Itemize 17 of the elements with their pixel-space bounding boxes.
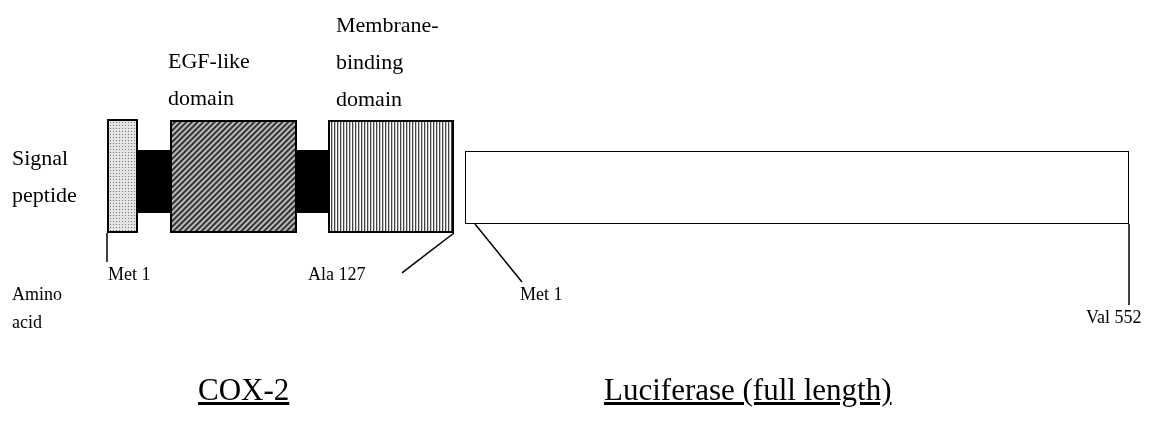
- leader-line: [106, 232, 108, 263]
- protein-label: COX-2: [198, 372, 291, 408]
- protein-box: [465, 151, 1129, 224]
- axis-label: Amino acid: [12, 283, 63, 334]
- linker-bar: [297, 150, 328, 213]
- leader-line: [474, 223, 523, 283]
- linker-bar: [138, 150, 170, 213]
- leader-line: [401, 232, 455, 274]
- residue-label: Met 1: [108, 263, 151, 286]
- residue-label: Val 552: [1086, 306, 1142, 329]
- residue-label: Met 1: [520, 283, 563, 306]
- domain-label: Membrane-binding domain: [336, 11, 440, 113]
- protein-label: Luciferase (full length): [604, 372, 893, 408]
- residue-label: Ala 127: [308, 263, 366, 286]
- domain-label: EGF-like domain: [168, 47, 251, 112]
- leader-line: [1128, 223, 1130, 306]
- domain-label: Signal peptide: [12, 144, 78, 209]
